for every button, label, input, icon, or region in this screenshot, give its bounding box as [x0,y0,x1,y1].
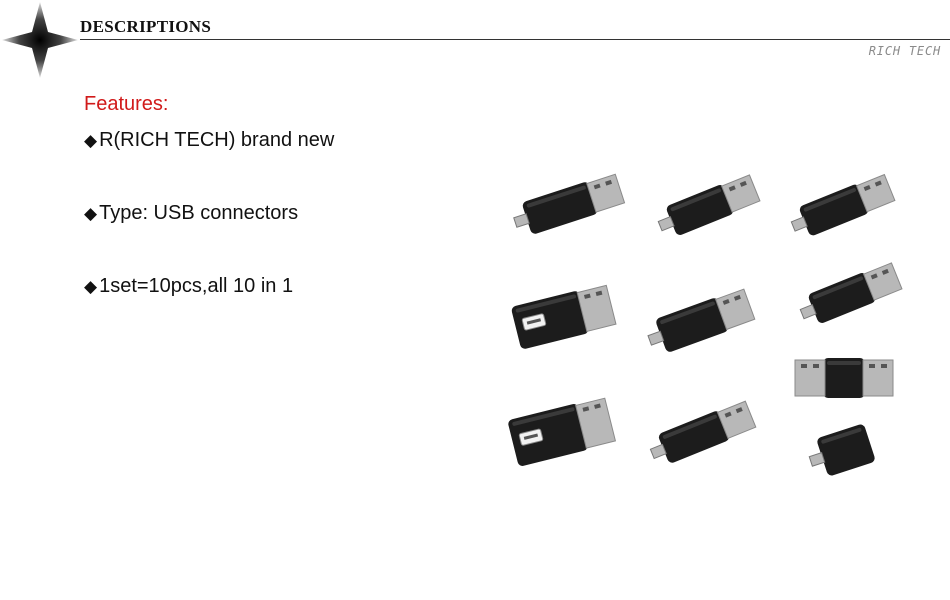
feature-text: 1set=10pcs,all 10 in 1 [99,275,294,297]
feature-text: R(RICH TECH) brand new [99,129,335,151]
mini-usb-female-to-usb-female-adapter [511,284,617,349]
decorative-star-icon [2,2,78,78]
diamond-bullet-icon: ◆ [84,131,98,150]
usb-female-to-mini-usb-male-adapter [657,174,761,235]
section-title: DESCRIPTIONS [80,17,212,36]
feature-text: Type: USB connectors [99,202,299,224]
header-divider [80,39,950,40]
brand-tag: RICH TECH [868,44,941,58]
feature-item-type: ◆Type: USB connectors [84,202,298,225]
feature-item-set: ◆1set=10pcs,all 10 in 1 [84,275,293,298]
diamond-bullet-icon: ◆ [84,204,98,223]
diamond-bullet-icon: ◆ [84,277,98,296]
mini-usb-female-to-micro-usb-male-adapter [808,424,875,476]
features-heading: Features: [84,93,169,115]
usb-male-to-mini-usb-male-adapter [649,400,757,463]
usb-male-to-micro-usb-male-adapter [790,173,896,236]
feature-item-brand: ◆R(RICH TECH) brand new [84,129,334,152]
usb-male-to-usb-female-adapter [647,288,756,352]
usb-female-to-micro-usb-male-adapter [799,262,903,323]
usb-female-to-mini-usb-adapter [513,173,626,234]
usb-male-to-usb-male-coupler [794,358,894,398]
mini-usb-female-to-usb-male-adapter [508,397,617,466]
usb-adapters-product-image [508,173,903,476]
